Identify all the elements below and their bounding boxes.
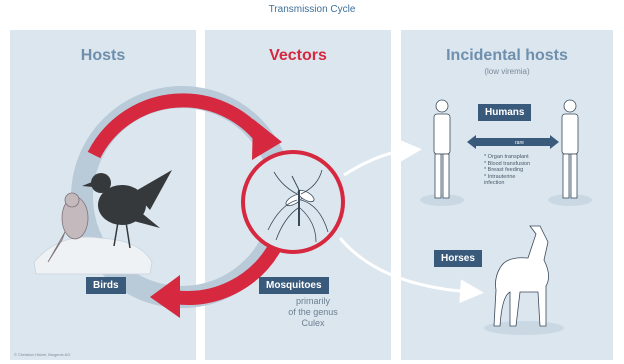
low-viremia-subtitle: (low viremia) bbox=[401, 67, 613, 76]
rare-label: rare bbox=[515, 140, 524, 146]
hosts-heading: Hosts bbox=[10, 47, 196, 65]
copyright: © Christian Hölzel, Biogenix AG bbox=[14, 352, 70, 357]
genus-note-line: of the genus bbox=[268, 307, 358, 318]
transmission-routes-list: * Organ transplant * Blood transfusion *… bbox=[484, 154, 554, 187]
birds-illustration bbox=[34, 170, 172, 274]
genus-note-line: Culex bbox=[268, 318, 358, 329]
humans-label: Humans bbox=[478, 104, 531, 121]
rare-transmission-arrow bbox=[467, 135, 559, 149]
genus-note-line: primarily bbox=[268, 296, 358, 307]
horses-label: Horses bbox=[434, 250, 482, 267]
birds-label: Birds bbox=[86, 277, 126, 294]
arrow-to-humans bbox=[344, 150, 410, 175]
transmission-route: infection bbox=[484, 180, 554, 187]
genus-note: primarily of the genus Culex bbox=[268, 296, 358, 329]
mosquito-illustration bbox=[243, 152, 343, 252]
mosquitoes-label: Mosquitoes bbox=[259, 277, 329, 294]
incidental-hosts-heading: Incidental hosts bbox=[401, 47, 613, 65]
vectors-heading: Vectors bbox=[205, 47, 391, 65]
horse-illustration bbox=[484, 226, 564, 335]
